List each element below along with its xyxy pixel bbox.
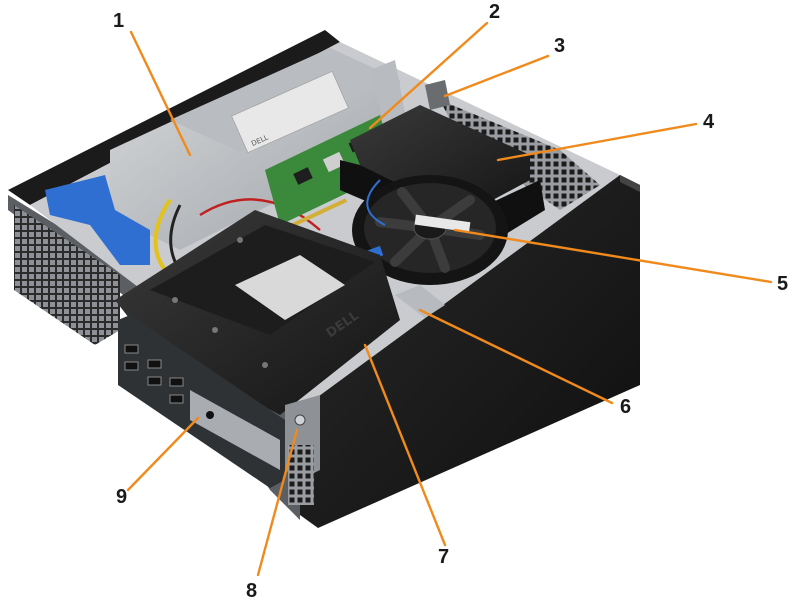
optical-drive-bay <box>190 390 280 470</box>
callout-2: 2 <box>489 1 500 23</box>
psu-label <box>231 70 349 154</box>
leader-line-5 <box>453 228 773 284</box>
blue-release-latch <box>45 175 150 265</box>
leader-line-9 <box>126 416 200 492</box>
fan-shroud <box>350 105 530 215</box>
chassis-release-latch <box>395 285 445 318</box>
audio-jack <box>206 411 214 419</box>
callout-8: 8 <box>246 580 257 600</box>
leader-line-1 <box>129 30 192 157</box>
rear-mesh-left <box>14 205 120 345</box>
callout-9: 9 <box>116 486 127 508</box>
leader-lines <box>126 21 773 577</box>
hard-drive-label <box>235 255 345 320</box>
leader-line-8 <box>256 428 299 577</box>
callout-4: 4 <box>703 111 715 133</box>
leader-line-6 <box>418 308 614 405</box>
callout-3: 3 <box>554 35 565 57</box>
leader-line-4 <box>496 122 698 162</box>
power-button <box>294 414 306 426</box>
intrusion-switch <box>425 80 450 110</box>
cpu-fan <box>352 175 508 285</box>
right-side-panel <box>300 175 640 528</box>
right-side-panel-edge <box>620 175 640 192</box>
callout-6: 6 <box>620 396 631 418</box>
callout-1: 1 <box>113 10 124 32</box>
callout-numbers: 1 2 3 4 5 6 7 8 9 <box>113 1 788 600</box>
leader-line-7 <box>363 343 447 547</box>
callout-7: 7 <box>438 546 449 568</box>
fan-cable <box>366 179 386 226</box>
callout-5: 5 <box>777 273 788 295</box>
front-vent-mesh <box>288 445 314 505</box>
leader-line-2 <box>368 21 489 130</box>
left-side-rail <box>8 30 340 205</box>
drive-cage-screws <box>172 237 268 368</box>
leader-line-3 <box>443 54 550 98</box>
usb-ports <box>124 344 184 404</box>
